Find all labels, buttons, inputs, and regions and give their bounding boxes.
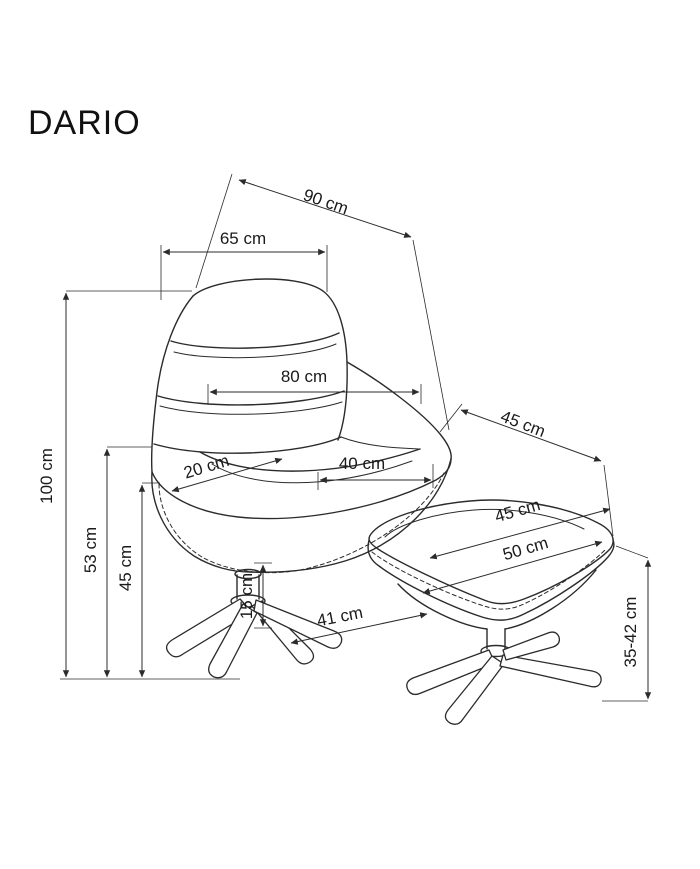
dimension-lines [60, 173, 652, 702]
stool-cushion-top [368, 499, 614, 605]
chair-armrest-right [346, 361, 452, 460]
dim-label-stool-height: 35-42 cm [621, 597, 640, 668]
dim-label-top-depth: 90 cm [301, 185, 351, 218]
stool-drawing [367, 499, 615, 658]
page-title: DARIO [28, 104, 141, 142]
dim-label-backrest-height: 53 cm [81, 527, 100, 573]
dimension-labels: 65 cm 90 cm 80 cm 40 cm 20 cm 45 cm 45 c… [37, 185, 640, 667]
dim-label-overall-height: 100 cm [37, 448, 56, 504]
dim-label-chair-front-depth: 45 cm [498, 407, 548, 441]
dim-label-stool-top-depth: 50 cm [501, 533, 551, 564]
dim-label-base-width: 41 cm [315, 603, 364, 630]
dim-label-backrest-width: 65 cm [220, 229, 266, 248]
dim-label-seat-height: 45 cm [116, 545, 135, 591]
chair-drawing [150, 278, 452, 608]
chair-backrest-outline [192, 278, 348, 441]
chair-backrest-left-edge [150, 295, 194, 473]
stool-base-legs [406, 631, 602, 725]
dim-label-pedestal-height: 15 cm [237, 573, 256, 619]
dim-label-seat-width: 40 cm [339, 454, 385, 473]
dim-label-overall-width: 80 cm [281, 367, 327, 386]
